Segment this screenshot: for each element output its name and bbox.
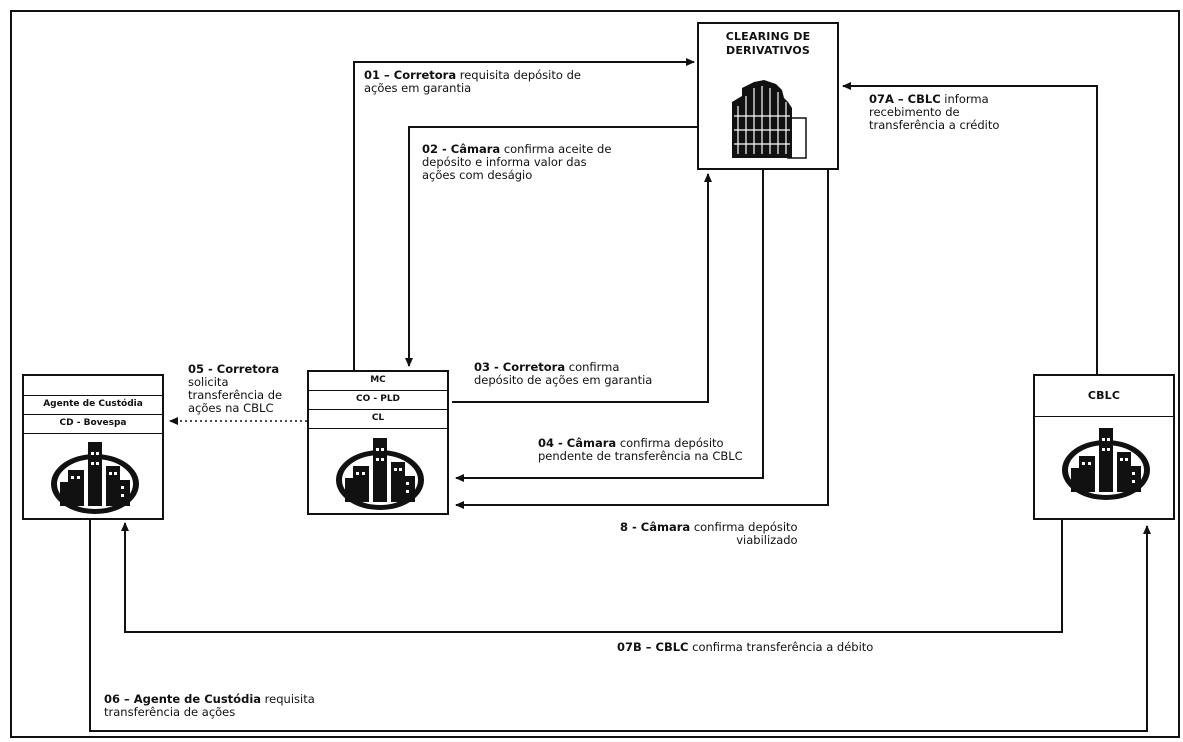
label-step-05-strong: 05 - Corretora xyxy=(188,362,280,376)
arrow-step-02 xyxy=(405,126,697,367)
clearing-title-line2: DERIVATIVOS xyxy=(725,44,811,57)
broker-row-cl: CL xyxy=(309,410,447,429)
label-step-02-strong: 02 - Câmara xyxy=(422,142,501,156)
cblc-box: CBLC xyxy=(1033,374,1175,520)
label-step-03-line2: depósito de ações em garantia xyxy=(474,373,653,387)
label-step-01-strong: 01 – Corretora xyxy=(364,68,457,82)
arrow-step-01 xyxy=(353,58,695,370)
broker-box: MC CO - PLD CL xyxy=(307,370,449,515)
arrow-step-07b xyxy=(121,520,1063,633)
label-step-08-rest: confirma depósito xyxy=(690,520,798,534)
label-step-02: 02 - Câmara confirma aceite de depósito … xyxy=(422,143,611,182)
label-step-05: 05 - Corretora solicita transferência de… xyxy=(188,363,282,415)
label-step-01: 01 – Corretora requisita depósito de açõ… xyxy=(364,69,581,95)
city-icon xyxy=(51,442,139,514)
label-step-03-strong: 03 - Corretora xyxy=(474,360,566,374)
label-step-06-strong: 06 – Agente de Custódia xyxy=(104,692,262,706)
label-step-03: 03 - Corretora confirma depósito de açõe… xyxy=(474,361,652,387)
label-step-04: 04 - Câmara confirma depósito pendente d… xyxy=(538,437,743,463)
clearing-box: CLEARING DE DERIVATIVOS xyxy=(697,22,839,170)
city-icon xyxy=(1062,428,1150,500)
label-step-01-rest: requisita depósito de xyxy=(456,68,581,82)
broker-row-mc: MC xyxy=(309,372,447,391)
label-step-07b-rest: confirma transferência a débito xyxy=(688,640,874,654)
label-step-06: 06 – Agente de Custódia requisita transf… xyxy=(104,693,315,719)
label-step-05-line3: transferência de xyxy=(188,388,283,402)
custody-agent-row-1 xyxy=(24,376,162,396)
arrow-step-04 xyxy=(455,170,764,482)
diagram-frame xyxy=(10,10,1180,738)
label-step-08-line2: viabilizado xyxy=(736,533,798,547)
clearing-title: CLEARING DE DERIVATIVOS xyxy=(699,30,837,58)
label-step-04-line2: pendente de transferência na CBLC xyxy=(538,449,743,463)
label-step-07a-line2: recebimento de xyxy=(869,105,960,119)
label-step-07a-rest: informa xyxy=(940,92,989,106)
custody-agent-row-2: Agente de Custódia xyxy=(24,396,162,415)
label-step-05-line4: ações na CBLC xyxy=(188,401,274,415)
custody-agent-row-3: CD - Bovespa xyxy=(24,415,162,434)
cblc-title: CBLC xyxy=(1035,376,1173,417)
label-step-04-rest: confirma depósito xyxy=(616,436,724,450)
label-step-07a: 07A – CBLC informa recebimento de transf… xyxy=(869,93,999,132)
label-step-07a-line3: transferência a crédito xyxy=(869,118,1000,132)
broker-row-co-pld: CO - PLD xyxy=(309,391,447,410)
arrow-step-08 xyxy=(455,170,829,509)
label-step-02-line3: ações com deságio xyxy=(422,168,533,182)
label-step-05-line2: solicita xyxy=(188,375,229,389)
label-step-02-rest: confirma aceite de xyxy=(500,142,612,156)
building-icon xyxy=(732,80,807,159)
custody-agent-box: Agente de Custódia CD - Bovespa xyxy=(22,374,164,520)
label-step-02-line2: depósito e informa valor das xyxy=(422,155,587,169)
label-step-07a-strong: 07A – CBLC xyxy=(869,92,941,106)
label-step-04-strong: 04 - Câmara xyxy=(538,436,617,450)
label-step-01-line2: ações em garantia xyxy=(364,81,472,95)
clearing-title-line1: CLEARING DE xyxy=(725,30,811,43)
arrow-step-03 xyxy=(452,173,712,403)
label-step-06-rest: requisita xyxy=(261,692,315,706)
label-step-08: 8 - Câmara confirma depósito viabilizado xyxy=(620,521,798,547)
label-step-03-rest: confirma xyxy=(565,360,620,374)
city-icon xyxy=(336,438,424,510)
label-step-07b: 07B – CBLC confirma transferência a débi… xyxy=(617,641,873,654)
arrow-step-07a xyxy=(842,82,1098,390)
label-step-08-strong: 8 - Câmara xyxy=(620,520,691,534)
arrow-step-06 xyxy=(89,520,1151,732)
label-step-07b-strong: 07B – CBLC xyxy=(617,640,689,654)
label-step-06-line2: transferência de ações xyxy=(104,705,236,719)
